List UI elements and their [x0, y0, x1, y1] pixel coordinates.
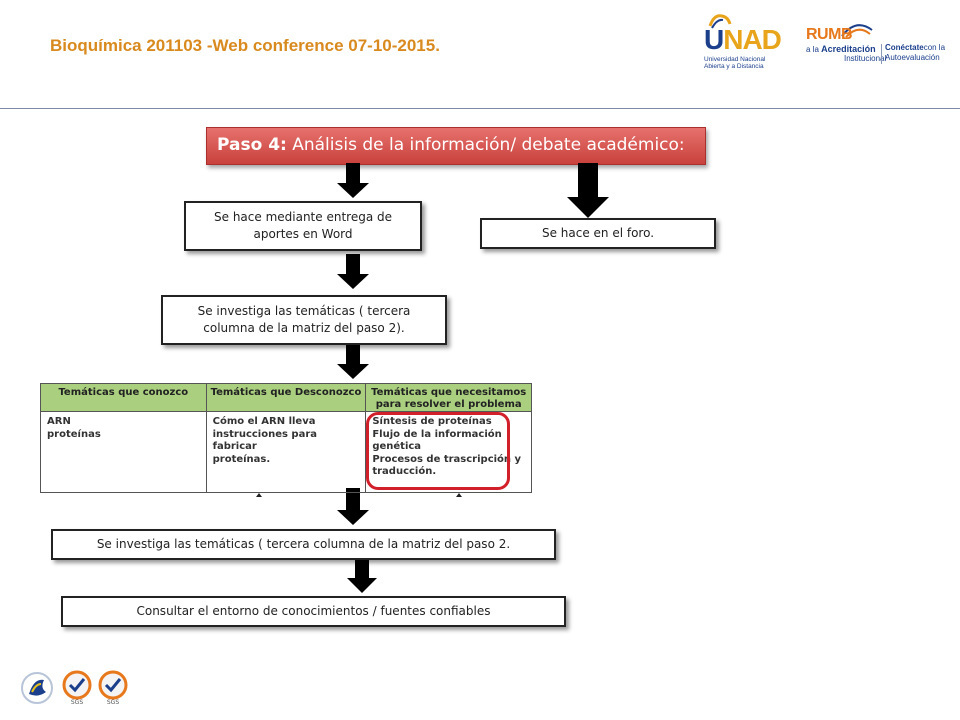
table-header-row: Temáticas que conozco Temáticas que Desc…	[40, 383, 532, 412]
paso-banner: Paso 4: Análisis de la información/ deba…	[206, 127, 706, 165]
arrow-down-icon	[347, 558, 377, 593]
tick-mark	[456, 493, 462, 497]
colombia-emblem-icon	[21, 672, 53, 704]
header-conozco: Temáticas que conozco	[40, 383, 207, 412]
rumbo-line1: a la Acreditación	[806, 44, 876, 54]
box-investiga-1: Se investiga las temáticas ( tercera col…	[161, 295, 447, 345]
box-entrega-word: Se hace mediante entrega de aportes en W…	[184, 201, 422, 251]
cell-desconozco: Cómo el ARN lleva instrucciones para fab…	[205, 411, 367, 493]
unad-logo: UNAD Universidad Nacional Abierta y a Di…	[700, 10, 782, 72]
arrow-down-icon	[567, 163, 609, 218]
arrow-down-icon	[337, 163, 369, 198]
header-desconozco: Temáticas que Desconozco	[205, 383, 367, 412]
sgs-certification-icon: SGS	[62, 670, 92, 706]
tematicas-matrix: Temáticas que conozco Temáticas que Desc…	[40, 383, 532, 493]
arrow-down-icon	[337, 254, 369, 289]
page-title: Bioquímica 201103 -Web conference 07-10-…	[50, 36, 440, 55]
svg-text:SGS: SGS	[71, 699, 83, 706]
rumbo-line2: Institucional	[844, 54, 887, 63]
unad-swirl-icon	[708, 14, 732, 29]
rumbo-logo: RUMB a la Acreditación Institucional Con…	[804, 22, 954, 70]
svg-text:SGS: SGS	[107, 699, 119, 706]
rumbo-right-line1: Conéctatecon la	[885, 43, 946, 52]
sgs-certification-icon: SGS	[98, 670, 128, 706]
arrow-down-icon	[337, 488, 369, 525]
table-row: ARN proteínas Cómo el ARN lleva instrucc…	[40, 411, 532, 493]
rumbo-word: RUMB	[806, 26, 853, 43]
arrow-down-icon	[337, 340, 369, 379]
header-divider	[0, 108, 960, 109]
rumbo-separator	[881, 44, 882, 64]
rumbo-arc-icon	[841, 24, 873, 38]
unad-wordmark: UNAD	[704, 24, 782, 55]
highlight-outline	[366, 412, 510, 490]
header-necesitamos: Temáticas que necesitamos para resolver …	[365, 383, 532, 412]
box-consultar: Consultar el entorno de conocimientos / …	[61, 596, 566, 627]
cell-conozco: ARN proteínas	[40, 411, 207, 493]
rumbo-right-line2: Autoevaluación	[885, 53, 940, 62]
box-foro: Se hace en el foro.	[480, 218, 716, 249]
box-investiga-2: Se investiga las temáticas ( tercera col…	[51, 529, 556, 560]
tick-mark	[256, 493, 262, 497]
unad-subtitle: Universidad Nacional Abierta y a Distanc…	[704, 56, 766, 70]
